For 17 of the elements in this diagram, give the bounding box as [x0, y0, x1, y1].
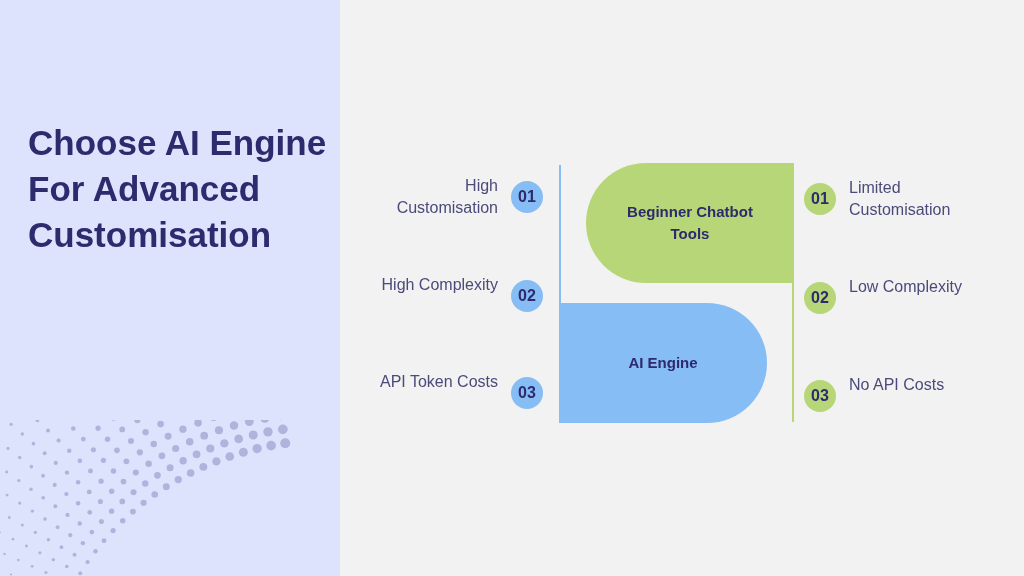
step-number: 02 [518, 286, 536, 306]
point-text: No API Costs [849, 375, 946, 395]
rounded-tab-shape [559, 303, 767, 423]
step-number: 02 [811, 288, 829, 308]
step-number: 03 [811, 386, 829, 406]
point-text: Low Complexity [849, 277, 963, 297]
step-number: 01 [518, 187, 536, 207]
step-number: 01 [811, 189, 829, 209]
point-text: Limited Customisation [849, 178, 952, 220]
point-text: High Complexity [380, 275, 498, 295]
point-text: High Customisation [395, 176, 498, 218]
title: Choose AI Engine For Advanced Customisation [28, 122, 328, 256]
rounded-tab-shape [586, 163, 794, 283]
step-number: 03 [518, 383, 536, 403]
shape-label: AI Engine [627, 353, 699, 373]
point-text: API Token Costs [379, 372, 498, 392]
shape-label: Beginner Chatbot Tools [626, 202, 754, 244]
